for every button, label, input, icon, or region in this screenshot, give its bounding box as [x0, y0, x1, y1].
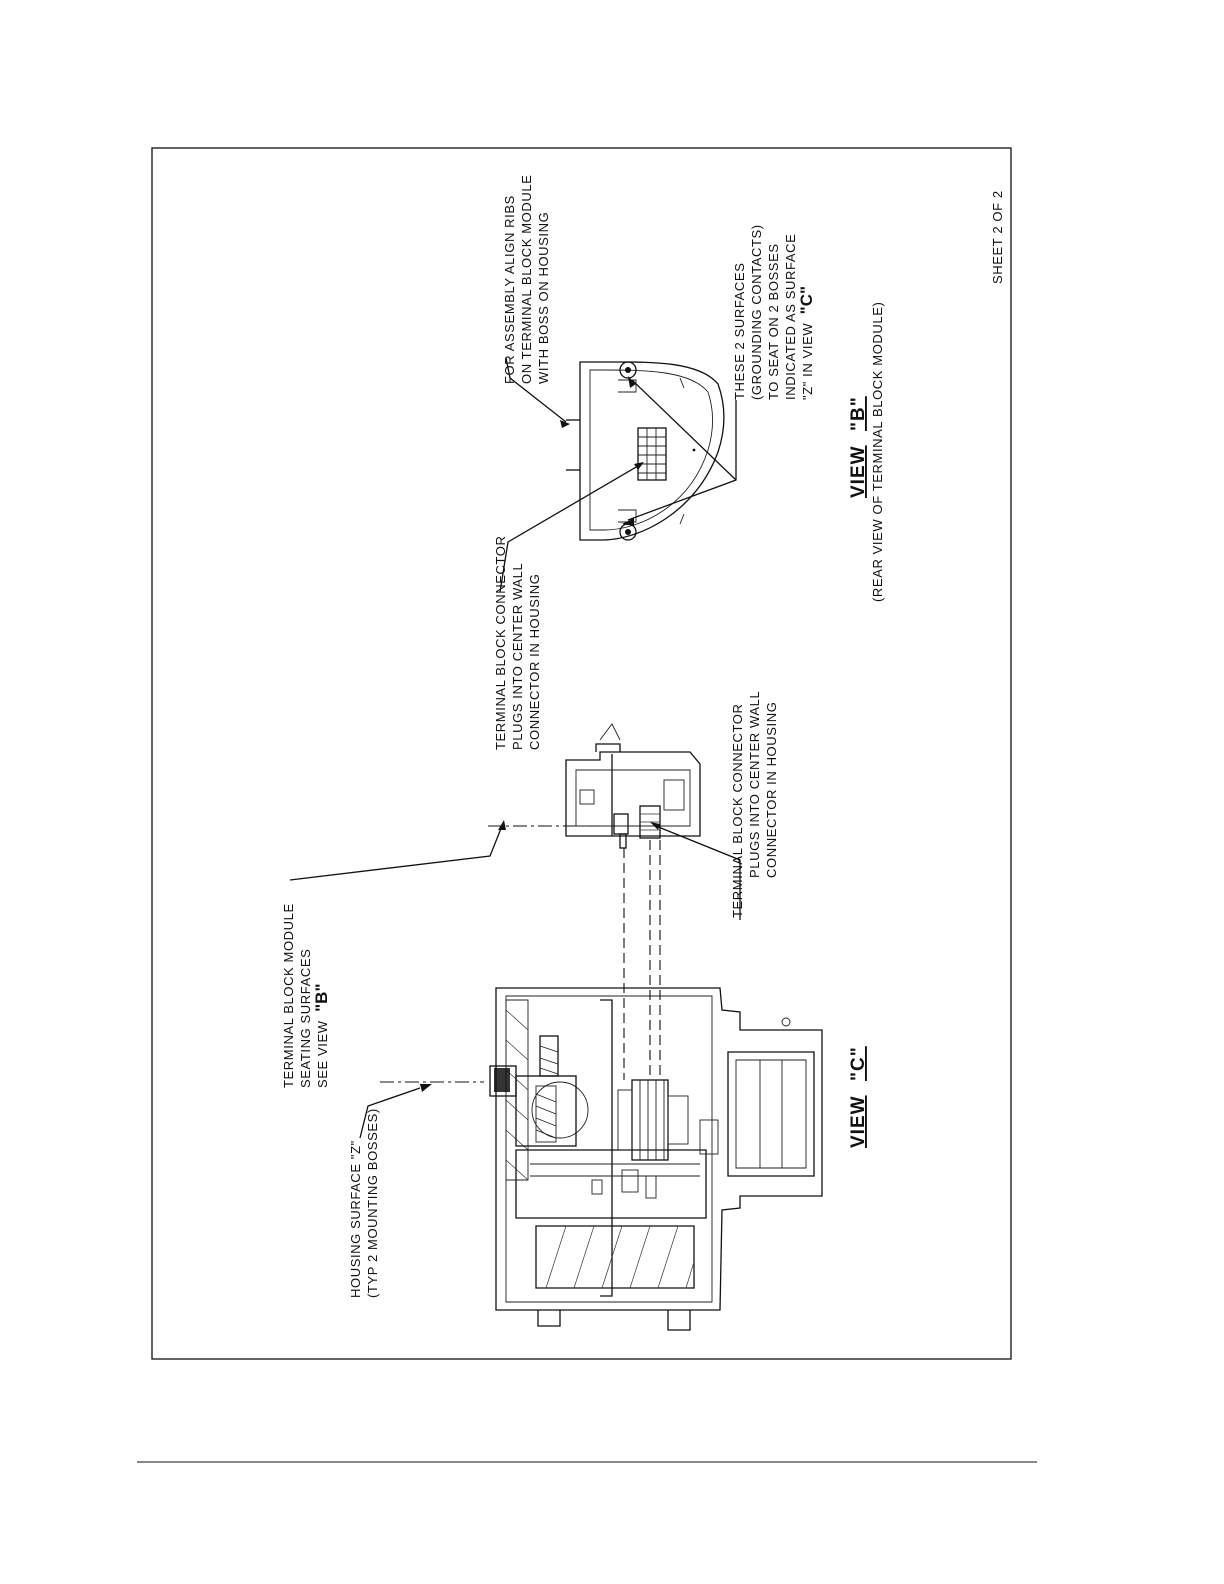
- view-b-module-rear: [566, 361, 725, 541]
- seating-surfaces-label-line2: SEATING SURFACES: [298, 949, 313, 1088]
- center-connector-stack: [617, 1079, 689, 1161]
- hatching-bottom: [535, 1225, 695, 1289]
- connector-top-label-line1: TERMINAL BLOCK CONNECTOR: [493, 536, 508, 750]
- view-c-housing-section: [489, 987, 823, 1331]
- align-ribs-label-line3: WITH BOSS ON HOUSING: [536, 212, 551, 384]
- seating-surfaces-label-line3: SEE VIEW "B": [312, 983, 331, 1088]
- align-ribs-label-line2: ON TERMINAL BLOCK MODULE: [519, 175, 534, 384]
- view-c-title: VIEW "C": [848, 1046, 869, 1148]
- drawing-border: [151, 147, 1012, 1360]
- grounding-label-line3: TO SEAT ON 2 BOSSES: [766, 243, 781, 400]
- housing-surface-label-line2: (TYP 2 MOUNTING BOSSES): [365, 1108, 380, 1298]
- connector-middle-label-line1: TERMINAL BLOCK CONNECTOR: [730, 704, 745, 918]
- seating-boss: [489, 1035, 589, 1147]
- view-b-title: VIEW "B": [848, 396, 869, 498]
- view-b-connector-grid: [637, 427, 667, 481]
- view-b-subtitle: (REAR VIEW OF TERMINAL BLOCK MODULE): [870, 302, 885, 602]
- connector-middle-label-line2: PLUGS INTO CENTER WALL: [747, 691, 762, 878]
- connector-top-label-line2: PLUGS INTO CENTER WALL: [510, 563, 525, 750]
- terminal-block-module-section: [565, 723, 701, 849]
- rotated-annotations: HOUSING SURFACE "Z" (TYP 2 MOUNTING BOSS…: [281, 175, 1005, 1298]
- connector-middle-label-line3: CONNECTOR IN HOUSING: [764, 702, 779, 878]
- housing-surface-label-line1: HOUSING SURFACE "Z": [348, 1140, 363, 1298]
- sheet-label: SHEET 2 OF 2: [990, 190, 1005, 284]
- seating-surfaces-label-line1: TERMINAL BLOCK MODULE: [281, 903, 296, 1088]
- grounding-label-line5: "Z" IN VIEW "C": [797, 286, 816, 400]
- leader-lines: [289, 357, 741, 1139]
- connector-top-label-line3: CONNECTOR IN HOUSING: [527, 574, 542, 750]
- grounding-label-line2: (GROUNDING CONTACTS): [749, 224, 764, 400]
- align-ribs-label-line1: FOR ASSEMBLY ALIGN RIBS: [502, 195, 517, 384]
- grounding-label-line4: INDICATED AS SURFACE: [783, 234, 798, 400]
- grounding-label-line1: THESE 2 SURFACES: [732, 263, 747, 400]
- hatching-left: [505, 999, 529, 1181]
